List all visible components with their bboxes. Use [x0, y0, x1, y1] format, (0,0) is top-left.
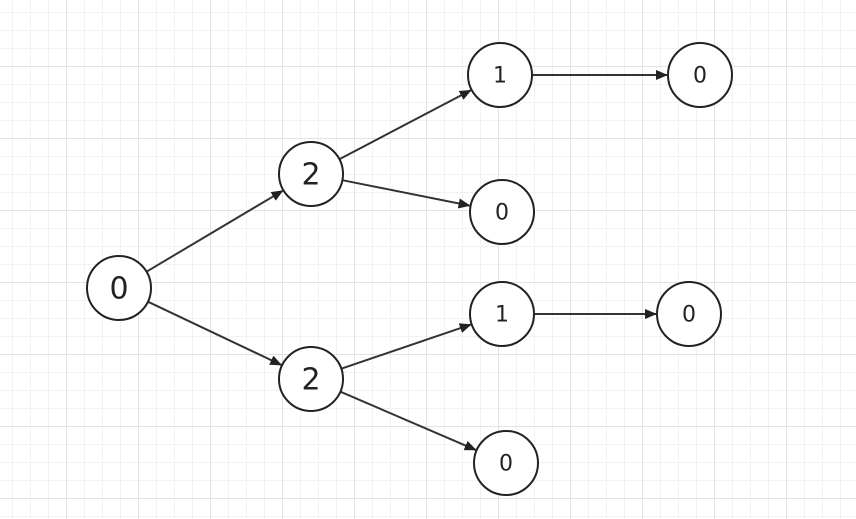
edge-arrow-n2-n5 [340, 323, 472, 370]
tree-node-n4: 0 [469, 179, 535, 245]
edge-arrow-n0-n2 [147, 300, 283, 366]
tree-node-n6: 0 [473, 430, 539, 496]
node-circle [656, 281, 722, 347]
tree-node-n7: 0 [667, 42, 733, 108]
tree-node-n5: 1 [469, 281, 535, 347]
edge-arrow-n0-n1 [145, 189, 284, 273]
node-circle [469, 281, 535, 347]
tree-node-n8: 0 [656, 281, 722, 347]
node-circle [278, 346, 344, 412]
tree-node-n3: 1 [467, 42, 533, 108]
node-label: 2 [301, 158, 320, 193]
node-circle [86, 255, 152, 321]
node-circle [469, 179, 535, 245]
edge-arrow-n1-n3 [338, 89, 472, 161]
edge-arrow-n2-n6 [340, 390, 477, 451]
edges-layer [145, 70, 668, 451]
node-label: 0 [499, 452, 513, 477]
node-circle [473, 430, 539, 496]
tree-node-n0: 0 [86, 255, 152, 321]
node-circle [467, 42, 533, 108]
node-label: 0 [693, 64, 707, 89]
edge-arrow-n1-n4 [342, 179, 471, 209]
node-label: 0 [109, 272, 128, 307]
node-circle [667, 42, 733, 108]
node-label: 0 [495, 201, 509, 226]
tree-node-n2: 2 [278, 346, 344, 412]
tree-node-n1: 2 [278, 141, 344, 207]
node-label: 0 [682, 303, 696, 328]
node-label: 1 [495, 303, 509, 328]
node-circle [278, 141, 344, 207]
node-label: 2 [301, 363, 320, 398]
node-label: 1 [493, 64, 507, 89]
nodes-layer: 0 2 2 1 0 1 0 0 0 [86, 42, 733, 496]
